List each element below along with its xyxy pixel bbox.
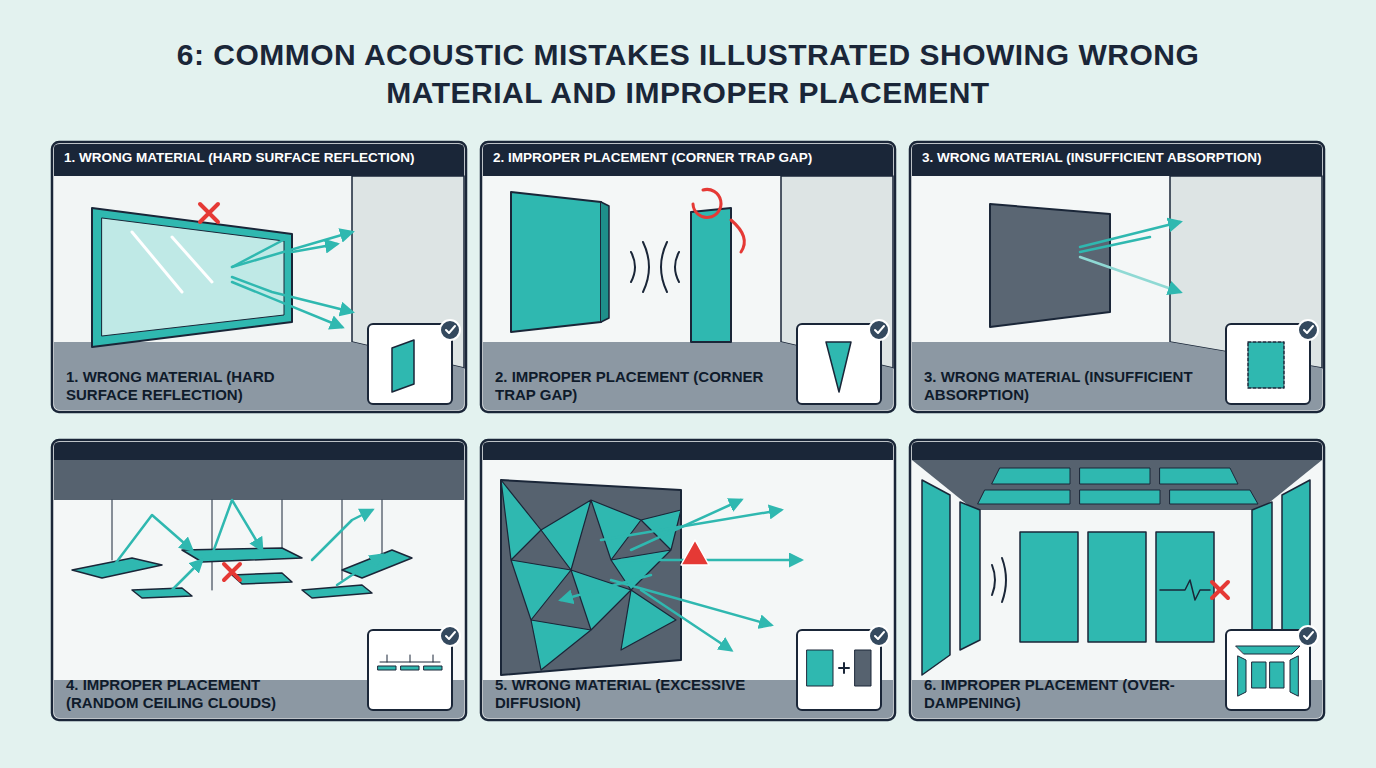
mistake-panel: 3. WRONG MATERIAL (INSUFFICIENT ABSORPTI… [910, 142, 1324, 412]
mistake-panel: 5. WRONG MATERIAL (EXCESSIVE DIFFUSION) [481, 440, 895, 720]
mistake-panel: 4. IMPROPER PLACEMENT (RANDOM CEILING CL… [52, 440, 466, 720]
panel-caption: 4. IMPROPER PLACEMENT (RANDOM CEILING CL… [66, 676, 336, 712]
panel-caption: 3. WRONG MATERIAL (INSUFFICIENT ABSORPTI… [924, 368, 1194, 404]
panel-header: 1. WRONG MATERIAL (HARD SURFACE REFLECTI… [64, 150, 454, 165]
mistake-panel: 2. IMPROPER PLACEMENT (CORNER TRAP GAP) 2… [481, 142, 895, 412]
panel-caption: 2. IMPROPER PLACEMENT (CORNER TRAP GAP) [495, 368, 765, 404]
mistake-panel: 6. IMPROPER PLACEMENT (OVER-DAMPENING) [910, 440, 1324, 720]
mistake-panel: 1. WRONG MATERIAL (HARD SURFACE REFLECTI… [52, 142, 466, 412]
panel-header: 2. IMPROPER PLACEMENT (CORNER TRAP GAP) [493, 150, 883, 165]
panel-header: 3. WRONG MATERIAL (INSUFFICIENT ABSORPTI… [922, 150, 1312, 165]
panel-caption: 6. IMPROPER PLACEMENT (OVER-DAMPENING) [924, 676, 1194, 712]
panel-caption: 1. WRONG MATERIAL (HARD SURFACE REFLECTI… [66, 368, 336, 404]
diagram-title: 6: COMMON ACOUSTIC MISTAKES ILLUSTRATED … [100, 36, 1276, 112]
panel-caption: 5. WRONG MATERIAL (EXCESSIVE DIFFUSION) [495, 676, 765, 712]
